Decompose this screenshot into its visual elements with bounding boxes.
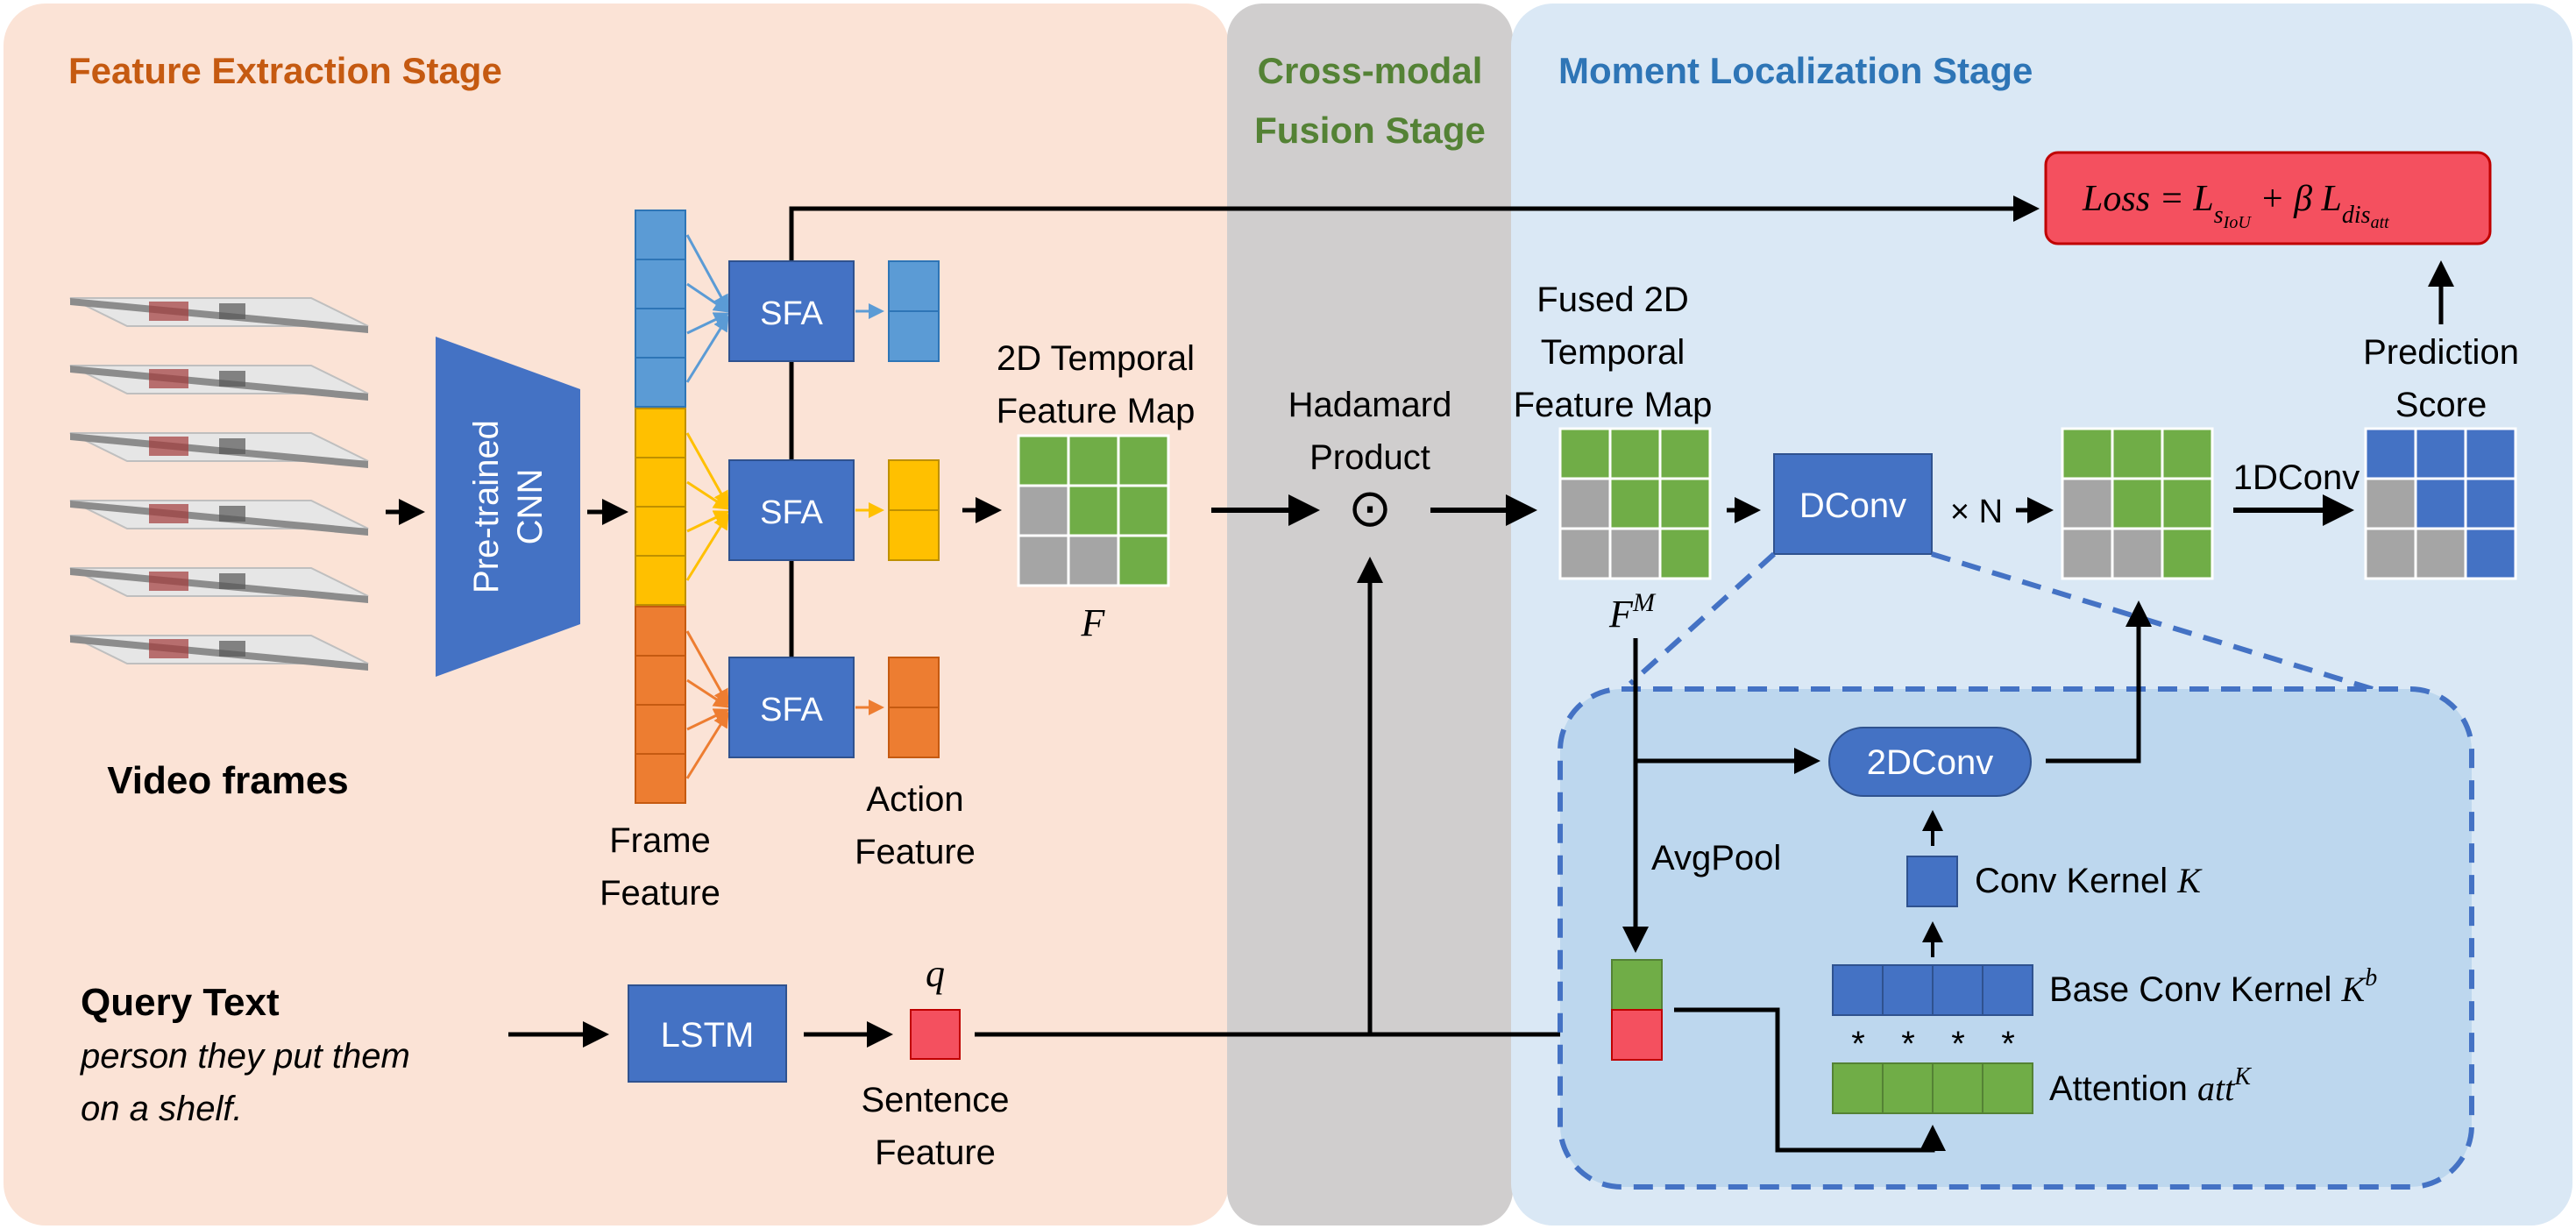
svg-text:Pre-trained: Pre-trained bbox=[467, 420, 506, 593]
action-feature-blue bbox=[888, 260, 940, 362]
frame-feature-column bbox=[635, 210, 686, 408]
video-frames-label: Video frames bbox=[107, 759, 349, 802]
attention-label: Attention attK bbox=[2049, 1063, 2252, 1108]
dconv-block: DConv bbox=[1773, 453, 1933, 555]
sfa-block-bottom: SFA bbox=[728, 657, 855, 758]
arrow-2dconv-to-output bbox=[2046, 600, 2152, 764]
frame-feature-column-orange bbox=[635, 606, 686, 804]
multiply-star: * bbox=[2001, 1025, 2015, 1063]
dconv-output-map bbox=[2061, 427, 2214, 580]
dconv-detail-panel bbox=[1558, 686, 2474, 1190]
svg-text:SFA: SFA bbox=[760, 295, 823, 332]
prediction-label-line2: Score bbox=[2395, 386, 2487, 424]
multiply-star: * bbox=[1951, 1025, 1965, 1063]
fused-map-label-line1: Fused 2D bbox=[1536, 281, 1688, 319]
temporal-map-label-line2: Feature Map bbox=[997, 392, 1196, 430]
action-feature-label-line2: Feature bbox=[855, 833, 976, 871]
conv2d-block: 2DConv bbox=[1828, 727, 2032, 797]
fused-map-label-line2: Temporal bbox=[1541, 333, 1685, 372]
attention-vector bbox=[1832, 1062, 2033, 1114]
svg-text:Loss = LsIoU + β Ldisatt: Loss = LsIoU + β Ldisatt bbox=[2082, 179, 2389, 232]
fan-arrows-blue bbox=[685, 234, 730, 383]
sentence-feature-label-line2: Feature bbox=[875, 1133, 996, 1172]
loss-box: Loss = LsIoU + β Ldisatt bbox=[2044, 151, 2492, 245]
pooled-feature-cell-green bbox=[1611, 959, 1663, 1011]
multiply-star: * bbox=[1851, 1025, 1865, 1063]
video-frame bbox=[69, 365, 369, 401]
pretrained-cnn-label: Pre-trained CNN bbox=[467, 420, 550, 593]
conv-kernel-label: Conv Kernel K bbox=[1975, 861, 2203, 900]
query-text-line2: on a shelf. bbox=[81, 1090, 243, 1128]
lstm-block: LSTM bbox=[628, 984, 787, 1083]
localization-title: Moment Localization Stage bbox=[1558, 50, 2033, 91]
video-frame bbox=[69, 297, 369, 333]
frame-feature-label-line1: Frame bbox=[609, 821, 711, 860]
svg-text:SFA: SFA bbox=[760, 494, 823, 531]
feature-extraction-title: Feature Extraction Stage bbox=[68, 50, 502, 91]
fusion-title-line2: Fusion Stage bbox=[1254, 110, 1486, 151]
base-kernel-label: Base Conv Kernel Kb bbox=[2049, 964, 2377, 1009]
video-frames-stack bbox=[69, 297, 369, 671]
sfa-block-top: SFA bbox=[728, 260, 855, 362]
video-frame bbox=[69, 635, 369, 671]
feature-map-F-symbol: F bbox=[1081, 601, 1106, 644]
fused-map-label-line3: Feature Map bbox=[1514, 386, 1713, 424]
arrow-pooled-to-attention bbox=[1674, 1007, 1946, 1153]
video-frame bbox=[69, 567, 369, 603]
fused-map-FM-symbol: FM bbox=[1608, 588, 1657, 636]
svg-text:SFA: SFA bbox=[760, 692, 823, 728]
frame-feature-label-line2: Feature bbox=[600, 874, 720, 913]
avgpool-label: AvgPool bbox=[1651, 839, 1781, 877]
temporal-feature-map-F bbox=[1017, 434, 1170, 587]
conv1d-label: 1DConv bbox=[2233, 458, 2360, 497]
multiply-star: * bbox=[1901, 1025, 1915, 1063]
fusion-title-line1: Cross-modal bbox=[1258, 50, 1483, 91]
frame-feature-column-yellow bbox=[635, 408, 686, 606]
svg-text:CNN: CNN bbox=[511, 469, 550, 545]
hadamard-label-line2: Product bbox=[1309, 438, 1430, 477]
fan-arrows-orange bbox=[685, 630, 730, 779]
arrow-sfa-to-loss bbox=[789, 195, 2040, 222]
svg-text:LSTM: LSTM bbox=[661, 1016, 755, 1055]
action-feature-yellow bbox=[888, 459, 940, 561]
sentence-feature-cell bbox=[910, 1009, 961, 1060]
fused-feature-map-FM bbox=[1558, 427, 1712, 580]
pretrained-cnn-block bbox=[436, 337, 580, 677]
temporal-map-label-line1: 2D Temporal bbox=[997, 339, 1195, 378]
video-frame bbox=[69, 500, 369, 536]
sentence-q-symbol: q bbox=[926, 952, 945, 995]
svg-text:2DConv: 2DConv bbox=[1867, 743, 1994, 782]
prediction-label-line1: Prediction bbox=[2363, 333, 2519, 372]
video-frame bbox=[69, 432, 369, 468]
hadamard-product-symbol: ⊙ bbox=[1348, 480, 1392, 537]
fan-arrows-yellow bbox=[685, 432, 730, 581]
action-feature-label-line1: Action bbox=[866, 780, 963, 819]
zoom-line-right bbox=[1931, 551, 2385, 695]
zoom-line-left bbox=[1628, 551, 1777, 686]
query-text-title: Query Text bbox=[81, 981, 280, 1024]
pooled-feature-cell-red bbox=[1611, 1009, 1663, 1061]
hadamard-label-line1: Hadamard bbox=[1288, 386, 1452, 424]
action-feature-orange bbox=[888, 657, 940, 758]
base-conv-kernel bbox=[1832, 964, 2033, 1016]
sfa-block-middle: SFA bbox=[728, 459, 855, 561]
svg-text:DConv: DConv bbox=[1799, 487, 1906, 525]
times-n-label: × N bbox=[1950, 494, 2003, 530]
prediction-score-map bbox=[2364, 427, 2517, 580]
conv-kernel-cell bbox=[1906, 856, 1958, 907]
sentence-feature-label-line1: Sentence bbox=[861, 1081, 1009, 1119]
query-text-line1: person they put them bbox=[80, 1037, 410, 1076]
